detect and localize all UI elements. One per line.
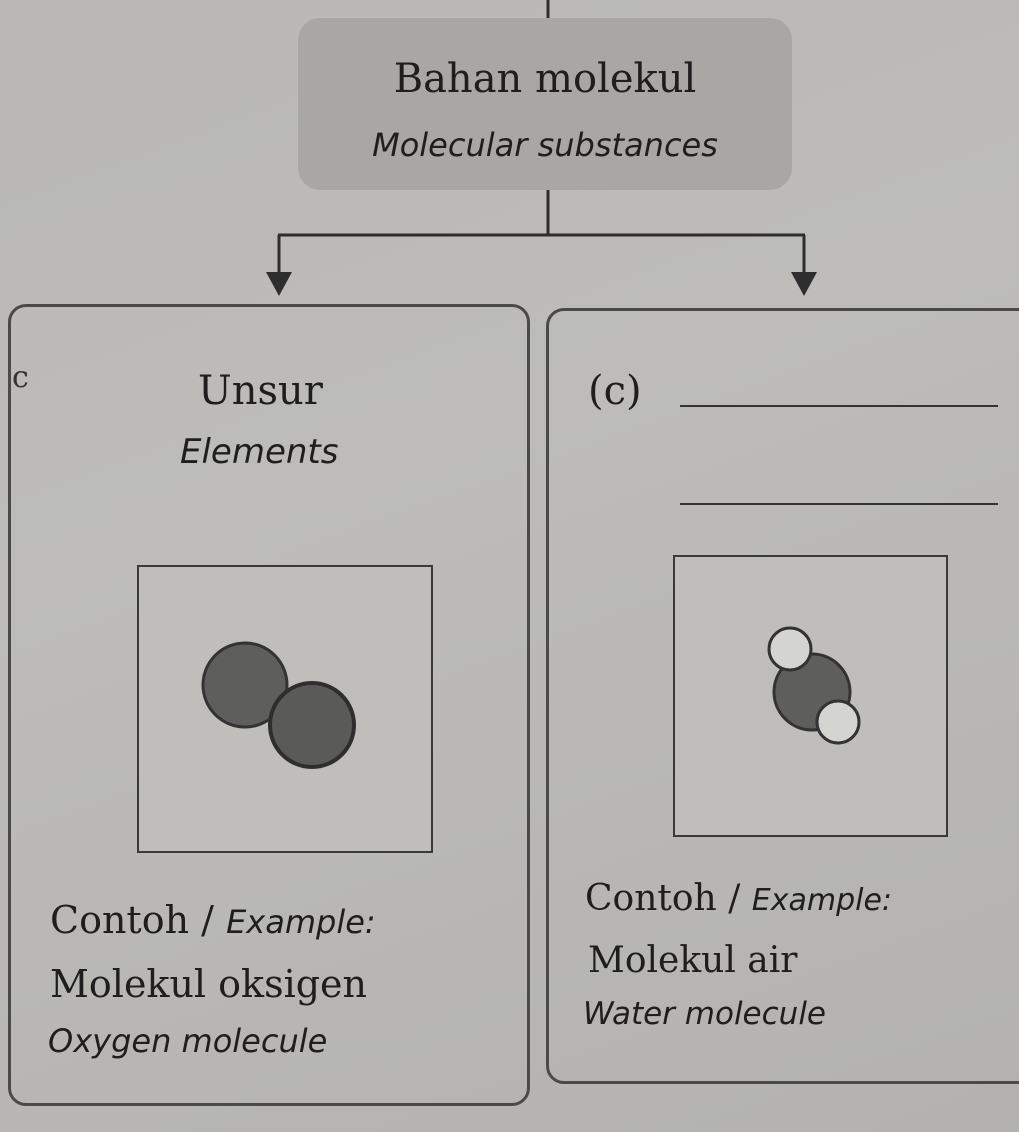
hydrogen-atom-icon [767, 626, 813, 672]
example-sep: / [728, 878, 741, 919]
example-label-ms: Contoh [50, 898, 190, 942]
root-title-ms: Bahan molekul [393, 56, 697, 102]
left-example-en: Oxygen molecule [48, 1022, 328, 1060]
oxygen-image-box [137, 565, 433, 853]
left-example-ms: Molekul oksigen [50, 962, 368, 1006]
left-example-label: Contoh / Example: [50, 898, 376, 942]
example-label-en: Example: [226, 903, 376, 941]
right-example-en: Water molecule [583, 996, 827, 1032]
right-panel [546, 308, 1019, 1084]
example-sep: / [201, 898, 214, 942]
hydrogen-atom-icon [815, 699, 861, 745]
left-title-en: Elements [180, 432, 339, 472]
root-title-en: Molecular substances [372, 126, 718, 164]
question-label: (c) [588, 368, 642, 414]
oxygen-atom-icon [201, 641, 289, 729]
root-node: Bahan molekul Molecular substances [298, 18, 792, 190]
right-example-ms: Molekul air [588, 940, 798, 981]
water-image-box [673, 555, 948, 837]
answer-blank-1[interactable] [680, 405, 998, 407]
right-example-label: Contoh / Example: [585, 878, 892, 919]
example-label-ms: Contoh [585, 878, 717, 919]
left-title-ms: Unsur [198, 368, 323, 414]
oxygen-atom-icon [268, 681, 356, 769]
left-arrow-icon [266, 272, 292, 296]
right-arrow-icon [791, 272, 817, 296]
left-panel-elements [8, 304, 530, 1106]
example-label-en: Example: [751, 883, 893, 918]
answer-blank-2[interactable] [680, 503, 998, 505]
margin-mark: c [12, 360, 29, 395]
